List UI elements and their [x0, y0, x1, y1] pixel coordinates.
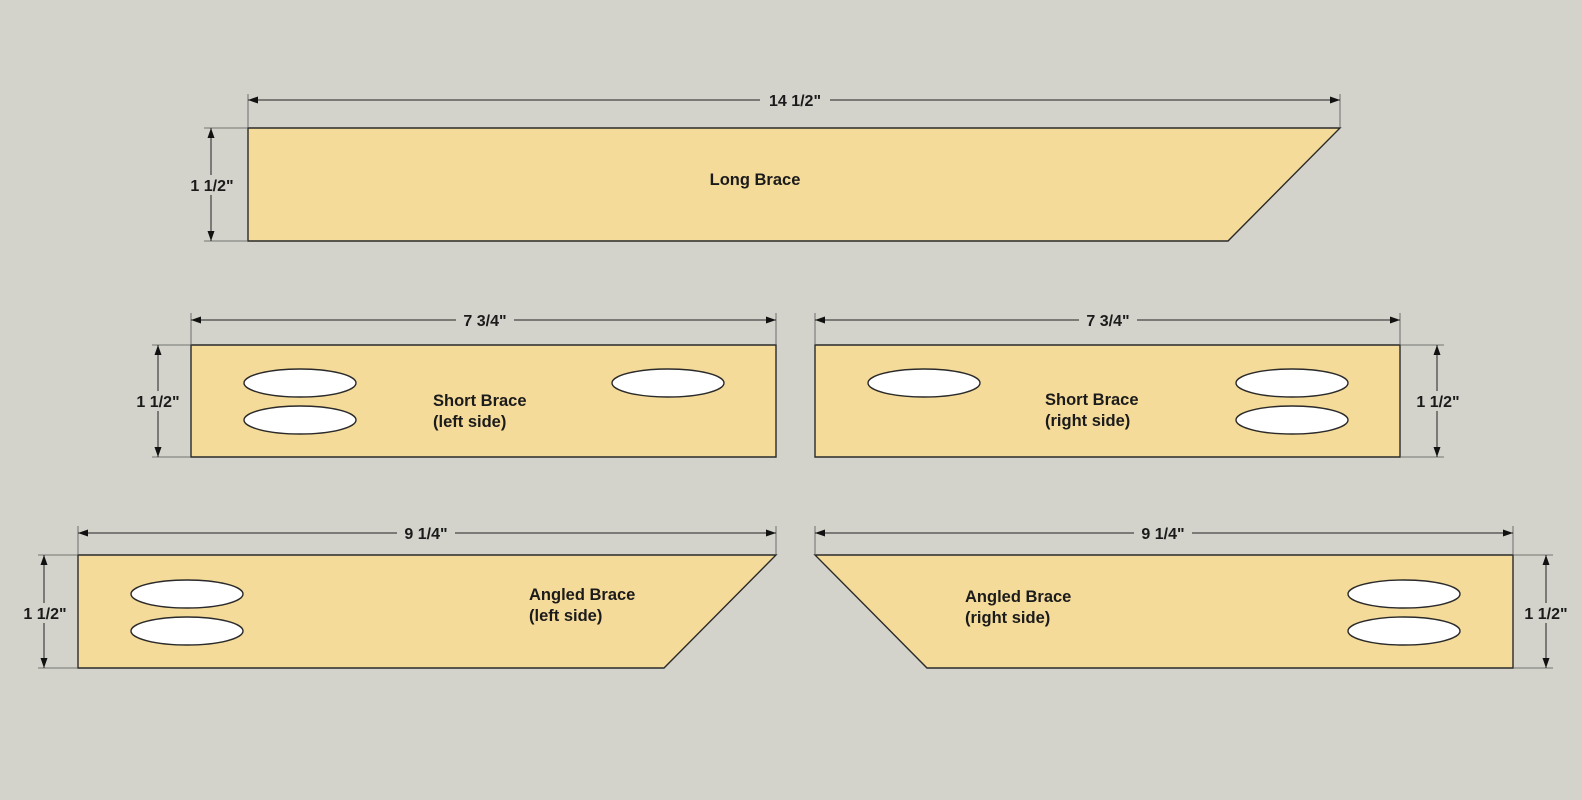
pocket-hole — [1347, 579, 1461, 609]
angled-brace-left-length-label: 9 1/4" — [404, 526, 447, 543]
angled-brace-left-width-dimension: 1 1/2" — [18, 554, 78, 669]
long-brace-label: Long Brace — [710, 171, 801, 189]
long-brace-width-label: 1 1/2" — [190, 178, 233, 195]
short-brace-right-length-dimension: 7 3/4" — [814, 310, 1401, 345]
pocket-hole — [1235, 368, 1349, 398]
angled-brace-right-length-dimension: 9 1/4" — [814, 523, 1514, 555]
short-brace-right-length-label: 7 3/4" — [1086, 313, 1129, 330]
pocket-hole — [130, 579, 244, 609]
short-brace-left-length-dimension: 7 3/4" — [190, 310, 777, 345]
short-brace-right-width-label: 1 1/2" — [1416, 394, 1459, 411]
pocket-hole — [130, 616, 244, 646]
pocket-hole — [1235, 405, 1349, 435]
pocket-hole — [243, 368, 357, 398]
short-brace-right-width-dimension: 1 1/2" — [1400, 344, 1465, 458]
angled-brace-right-label-line2: (right side) — [965, 609, 1050, 627]
short-brace-left-width-label: 1 1/2" — [136, 394, 179, 411]
angled-brace-left-label-line1: Angled Brace — [529, 586, 635, 604]
short-brace-right-label-line2: (right side) — [1045, 412, 1130, 430]
short-brace-right-label-line1: Short Brace — [1045, 391, 1139, 409]
short-brace-right: Short Brace (right side) 7 3/4" 1 1/2" — [814, 310, 1465, 458]
angled-brace-right-width-label: 1 1/2" — [1524, 606, 1567, 623]
long-brace-length-dimension: 14 1/2" — [247, 90, 1341, 128]
pocket-hole — [611, 368, 725, 398]
angled-brace-left-board — [77, 554, 778, 669]
short-brace-left: Short Brace (left side) 7 3/4" 1 1/2" — [131, 310, 777, 458]
short-brace-left-label-line2: (left side) — [433, 413, 506, 431]
long-brace-length-label: 14 1/2" — [769, 93, 821, 110]
angled-brace-right-width-dimension: 1 1/2" — [1513, 554, 1573, 669]
angled-brace-left-label-line2: (left side) — [529, 607, 602, 625]
long-brace: Long Brace 14 1/2" 1 1/2" — [186, 90, 1342, 242]
long-brace-width-dimension: 1 1/2" — [186, 127, 248, 242]
angled-brace-right: Angled Brace (right side) 9 1/4" 1 1/2" — [813, 523, 1573, 669]
angled-brace-right-label-line1: Angled Brace — [965, 588, 1071, 606]
angled-brace-right-length-label: 9 1/4" — [1141, 526, 1184, 543]
angled-brace-left: Angled Brace (left side) 9 1/4" 1 1/2" — [18, 523, 778, 669]
pocket-hole — [243, 405, 357, 435]
angled-brace-right-board — [813, 554, 1514, 669]
angled-brace-left-length-dimension: 9 1/4" — [77, 523, 777, 555]
short-brace-left-length-label: 7 3/4" — [463, 313, 506, 330]
long-brace-board — [247, 127, 1342, 242]
angled-brace-left-width-label: 1 1/2" — [23, 606, 66, 623]
pocket-hole — [1347, 616, 1461, 646]
pocket-hole — [867, 368, 981, 398]
short-brace-left-label-line1: Short Brace — [433, 392, 527, 410]
short-brace-left-width-dimension: 1 1/2" — [131, 344, 191, 458]
